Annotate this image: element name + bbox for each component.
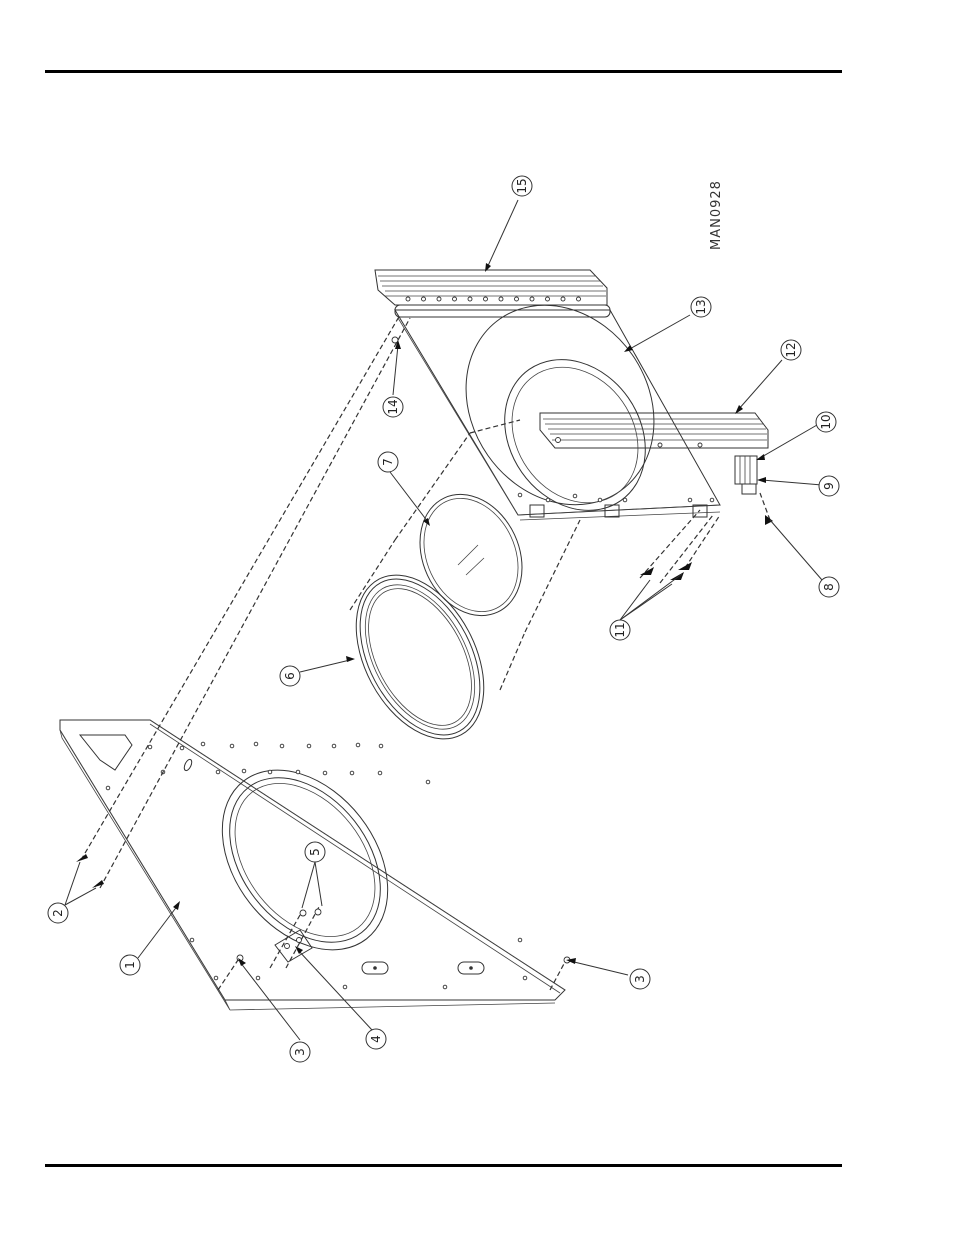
svg-text:15: 15 (515, 178, 529, 193)
callout-3-left: 3 (290, 1042, 310, 1062)
mounting-hole (350, 771, 354, 775)
svg-text:4: 4 (369, 1035, 383, 1043)
mounting-hole (518, 938, 522, 942)
callout-bubbles: 1 2 3 3 4 5 6 7 8 9 10 11 12 13 14 15 (48, 176, 839, 1062)
mounting-hole (148, 745, 152, 749)
svg-text:5: 5 (308, 848, 322, 856)
callout-6: 6 (280, 666, 300, 686)
mounting-hole (437, 297, 441, 301)
mounting-hole (453, 297, 457, 301)
mounting-hole (296, 770, 300, 774)
callout-4: 4 (366, 1029, 386, 1049)
mounting-hole (214, 976, 218, 980)
svg-text:8: 8 (822, 583, 836, 591)
mounting-hole (546, 297, 550, 301)
callout-5: 5 (305, 842, 325, 862)
svg-text:12: 12 (784, 342, 798, 357)
mounting-hole (523, 976, 527, 980)
mounting-hole (106, 786, 110, 790)
mounting-hole (254, 742, 258, 746)
callout-1: 1 (120, 955, 140, 975)
mounting-hole (307, 744, 311, 748)
mounting-hole (343, 985, 347, 989)
mounting-hole (518, 493, 522, 497)
callout-11: 11 (610, 620, 630, 640)
mounting-hole (190, 938, 194, 942)
callout-8: 8 (819, 577, 839, 597)
mounting-hole (378, 771, 382, 775)
svg-text:1: 1 (123, 961, 137, 969)
mounting-hole (573, 494, 577, 498)
svg-text:10: 10 (819, 414, 833, 429)
mounting-hole (546, 498, 550, 502)
callout-9: 9 (819, 476, 839, 496)
mounting-hole (180, 746, 184, 750)
mounting-hole (623, 498, 627, 502)
mounting-hole (499, 297, 503, 301)
mounting-hole (256, 976, 260, 980)
mounting-hole (332, 744, 336, 748)
mounting-hole (268, 770, 272, 774)
mounting-hole (598, 498, 602, 502)
svg-text:11: 11 (613, 622, 627, 637)
callout-14: 14 (383, 397, 403, 417)
mounting-hole (422, 297, 426, 301)
callout-3-right: 3 (630, 969, 650, 989)
svg-text:7: 7 (381, 458, 395, 466)
mounting-hole (530, 297, 534, 301)
mounting-hole (443, 985, 447, 989)
svg-text:13: 13 (694, 299, 708, 314)
mounting-hole (201, 742, 205, 746)
mounting-hole (242, 769, 246, 773)
svg-text:9: 9 (822, 482, 836, 490)
callout-13: 13 (691, 297, 711, 317)
mounting-hole (710, 498, 714, 502)
svg-text:14: 14 (386, 399, 400, 414)
mounting-hole (484, 297, 488, 301)
mounting-hole (561, 297, 565, 301)
mounting-hole (280, 744, 284, 748)
callout-2: 2 (48, 903, 68, 923)
callout-10: 10 (816, 412, 836, 432)
rear-frame (395, 269, 720, 542)
fasteners (76, 337, 773, 963)
mounting-hole (356, 743, 360, 747)
callout-7: 7 (378, 452, 398, 472)
mounting-hole (515, 297, 519, 301)
mounting-hole (216, 770, 220, 774)
svg-text:6: 6 (283, 672, 297, 680)
mounting-hole (688, 498, 692, 502)
mounting-hole (379, 744, 383, 748)
mounting-hole (406, 297, 410, 301)
svg-text:2: 2 (51, 909, 65, 917)
figure-code: MAN0928 (709, 180, 724, 250)
mounting-hole (230, 744, 234, 748)
panel-hole-pattern (106, 742, 527, 989)
callout-12: 12 (781, 340, 801, 360)
callout-15: 15 (512, 176, 532, 196)
door-gasket (330, 553, 510, 760)
mounting-hole (577, 297, 581, 301)
leader-lines (65, 200, 822, 1040)
mounting-hole (468, 297, 472, 301)
mounting-hole (426, 780, 430, 784)
svg-text:3: 3 (293, 1048, 307, 1056)
svg-text:3: 3 (633, 975, 647, 983)
mounting-hole (323, 771, 327, 775)
door-glass (401, 478, 541, 633)
latch-bracket (735, 456, 757, 494)
